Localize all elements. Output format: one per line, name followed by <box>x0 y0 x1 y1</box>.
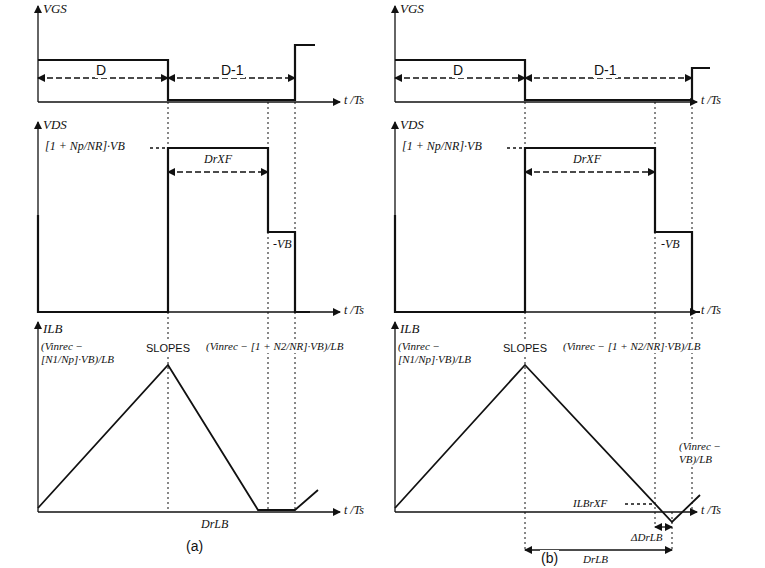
current-waveform <box>395 365 700 522</box>
dimension-arrow <box>525 171 655 172</box>
waveform-label: (Vinrec − [N1/Np]·VB)/LB <box>397 340 499 365</box>
drain-waveform <box>38 148 310 312</box>
waveform-label: VDS <box>42 118 68 133</box>
gate-waveform <box>395 60 710 100</box>
waveform-label: -VB <box>660 238 681 252</box>
waveform-label: (a) <box>185 538 204 554</box>
waveform-label: VGS <box>42 2 68 17</box>
waveform-label: ILBrXF <box>572 497 608 510</box>
axis <box>395 511 697 512</box>
waveform-label: t /Ts <box>700 304 722 318</box>
waveform-label: [1 + Np/NR]·VB <box>401 140 483 154</box>
guide-line <box>268 102 269 512</box>
guide-line <box>525 102 526 550</box>
axis <box>394 6 395 102</box>
guide-line <box>672 512 673 550</box>
waveform-label: SLOPES <box>145 342 191 355</box>
waveform-label: D <box>95 62 107 78</box>
dimension-arrow <box>168 171 268 172</box>
leader-line <box>625 503 655 504</box>
waveform-label: (Vinrec − [1 + N2/NR]·VB)/LB <box>562 340 701 353</box>
waveform-label: ILB <box>42 322 64 337</box>
waveform-label: DrXF <box>203 153 233 167</box>
waveform-label: DrLB <box>582 553 609 566</box>
waveform-label: t /Ts <box>343 504 365 518</box>
gate-waveform <box>38 45 315 100</box>
leader-line <box>507 147 525 148</box>
waveform-label: D <box>452 62 464 78</box>
drain-waveform <box>395 148 707 312</box>
guide-line <box>295 102 296 512</box>
axis <box>38 511 340 512</box>
waveform-label: -VB <box>272 238 293 252</box>
waveform-label: (Vinrec − [N1/Np]·VB)/LB <box>40 340 142 365</box>
axis <box>37 6 38 102</box>
waveform-label: D-1 <box>593 62 618 78</box>
waveform-label: VGS <box>399 2 425 17</box>
current-waveform <box>38 365 318 510</box>
guide-line <box>655 102 656 527</box>
guide-line <box>168 102 169 512</box>
waveform-label: t /Ts <box>343 94 365 108</box>
waveform-label: t /Ts <box>700 94 722 108</box>
waveform-label: VDS <box>399 118 425 133</box>
waveform-label: ΔDrLB <box>630 531 664 544</box>
axis <box>37 322 38 512</box>
waveform-label: DrXF <box>572 153 602 167</box>
waveform-label: (Vinrec − VB)/LB <box>678 440 750 465</box>
axis <box>395 101 697 102</box>
waveform-label: [1 + Np/NR]·VB <box>44 140 126 154</box>
leader-line <box>150 147 168 148</box>
axis <box>394 322 395 512</box>
waveform-label: D-1 <box>220 62 245 78</box>
waveform-label: (b) <box>540 550 559 566</box>
waveform-label: DrLB <box>200 518 229 532</box>
waveform-label: SLOPES <box>502 342 548 355</box>
waveform-label: t /Ts <box>343 304 365 318</box>
waveform-label: t /Ts <box>700 504 722 518</box>
waveform-label: ILB <box>399 322 421 337</box>
waveform-label: (Vinrec − [1 + N2/NR]·VB)/LB <box>205 340 344 353</box>
dimension-arrow <box>655 526 672 527</box>
